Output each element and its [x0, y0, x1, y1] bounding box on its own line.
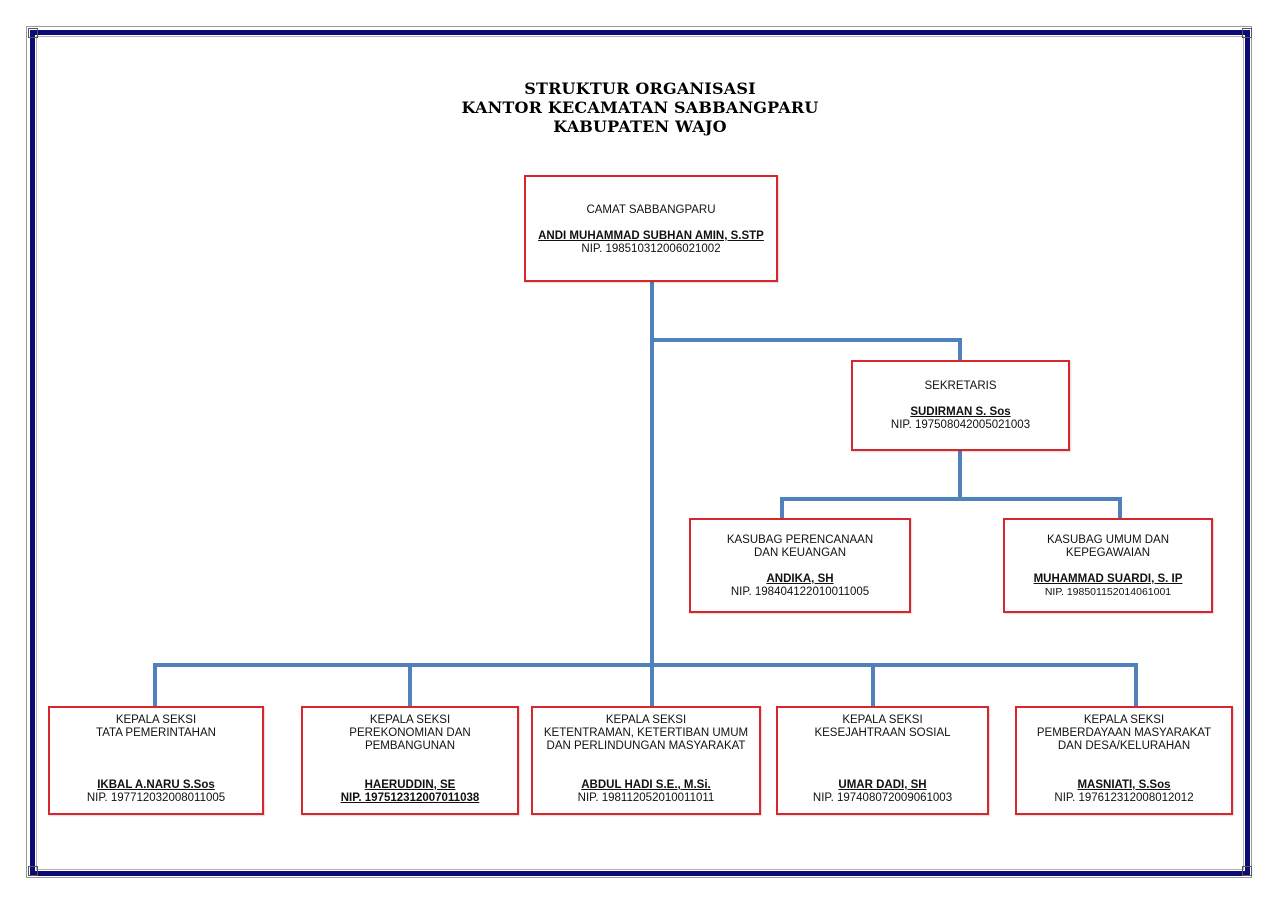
position-title-line-3: DAN DESA/KELURAHAN	[1057, 740, 1191, 752]
org-box-seksi-kesejahteraan: KEPALA SEKSI KESEJAHTRAAN SOSIAL UMAR DA…	[776, 706, 989, 815]
official-name: ANDIKA, SH	[766, 573, 834, 585]
official-name: ANDI MUHAMMAD SUBHAN AMIN, S.STP	[538, 230, 764, 242]
official-nip: NIP. 197612312008012012	[1054, 792, 1194, 804]
position-title-line-2: KEPEGAWAIAN	[1065, 547, 1151, 559]
official-nip: NIP. 198501152014061001	[1044, 586, 1172, 598]
connector-kasubag-1-drop	[780, 497, 784, 519]
official-nip: NIP. 197408072009061003	[812, 792, 953, 804]
page-border-outer	[26, 26, 1252, 878]
connector-seksi-5-drop	[1134, 663, 1138, 707]
connector-main-vertical	[650, 281, 654, 667]
official-name: MASNIATI, S.Sos	[1077, 779, 1171, 791]
position-title: CAMAT SABBANGPARU	[586, 204, 716, 216]
position-title-line-1: KEPALA SEKSI	[842, 714, 923, 726]
connector-seksi-3-drop	[650, 663, 654, 707]
corner-ornament-bottom-right	[1242, 866, 1252, 876]
connector-kasubag-2-drop	[1118, 497, 1122, 519]
connector-kasubag-horizontal	[780, 497, 1122, 501]
official-nip: NIP. 198510312006021002	[581, 243, 721, 255]
title-line-3: KABUPATEN WAJO	[553, 117, 727, 136]
position-title: SEKRETARIS	[924, 380, 997, 392]
connector-seksi-horizontal	[153, 663, 1138, 667]
connector-seksi-1-drop	[153, 663, 157, 707]
position-title-line-2: TATA PEMERINTAHAN	[96, 727, 216, 739]
official-name: MUHAMMAD SUARDI, S. IP	[1033, 573, 1183, 585]
org-box-seksi-pemberdayaan: KEPALA SEKSI PEMBERDAYAAN MASYARAKAT DAN…	[1015, 706, 1233, 815]
connector-seksi-4-drop	[871, 663, 875, 707]
org-box-seksi-ketentraman: KEPALA SEKSI KETENTRAMAN, KETERTIBAN UMU…	[531, 706, 761, 815]
position-title-line-2: PEMBERDAYAAN MASYARAKAT	[1036, 727, 1212, 739]
official-nip: NIP. 197512312007011038	[340, 792, 480, 804]
official-name: HAERUDDIN, SE	[364, 779, 456, 791]
org-box-sekretaris: SEKRETARIS SUDIRMAN S. Sos NIP. 19750804…	[851, 360, 1070, 451]
org-box-seksi-perekonomian: KEPALA SEKSI PEREKONOMIAN DAN PEMBANGUNA…	[301, 706, 519, 815]
position-title-line-3: PEMBANGUNAN	[364, 740, 456, 752]
title-line-2: KANTOR KECAMATAN SABBANGPARU	[461, 98, 819, 117]
org-box-kasubag-umum: KASUBAG UMUM DAN KEPEGAWAIAN MUHAMMAD SU…	[1003, 518, 1213, 613]
connector-sekretaris-drop	[958, 338, 962, 361]
official-name: IKBAL A.NARU S.Sos	[97, 779, 215, 791]
position-title-line-1: KEPALA SEKSI	[605, 714, 687, 726]
position-title-line-2: KETENTRAMAN, KETERTIBAN UMUM	[543, 727, 749, 739]
page-border	[30, 30, 1250, 876]
official-nip: NIP. 198404122010011005	[730, 586, 870, 598]
connector-seksi-2-drop	[408, 663, 412, 707]
position-title-line-2: KESEJAHTRAAN SOSIAL	[814, 727, 951, 739]
position-title-line-1: KASUBAG UMUM DAN	[1046, 534, 1170, 546]
position-title-line-3: DAN PERLINDUNGAN MASYARAKAT	[546, 740, 746, 752]
position-title-line-1: KASUBAG PERENCANAAN	[726, 534, 874, 546]
chart-title: STRUKTUR ORGANISASI KANTOR KECAMATAN SAB…	[0, 79, 1280, 136]
position-title-line-1: KEPALA SEKSI	[369, 714, 451, 726]
corner-ornament-bottom-left	[28, 866, 38, 876]
official-nip: NIP. 198112052010011011	[577, 792, 715, 804]
corner-ornament-top-right	[1242, 28, 1252, 38]
corner-ornament-top-left	[28, 28, 38, 38]
org-box-kasubag-perencanaan: KASUBAG PERENCANAAN DAN KEUANGAN ANDIKA,…	[689, 518, 911, 613]
org-box-seksi-tata-pemerintahan: KEPALA SEKSI TATA PEMERINTAHAN IKBAL A.N…	[48, 706, 264, 815]
page-border-inner	[36, 36, 1244, 870]
official-name: UMAR DADI, SH	[838, 779, 927, 791]
official-nip: NIP. 197508042005021003	[890, 419, 1031, 431]
position-title-line-1: KEPALA SEKSI	[1083, 714, 1165, 726]
official-nip: NIP. 197712032008011005	[86, 792, 226, 804]
official-name: SUDIRMAN S. Sos	[910, 406, 1011, 418]
position-title-line-2: DAN KEUANGAN	[753, 547, 847, 559]
official-name: ABDUL HADI S.E., M.Si.	[581, 779, 711, 791]
connector-sekretaris-horizontal	[650, 338, 962, 342]
connector-sekretaris-down	[958, 450, 962, 501]
position-title-line-2: PEREKONOMIAN DAN	[349, 727, 471, 739]
position-title-line-1: KEPALA SEKSI	[115, 714, 197, 726]
title-line-1: STRUKTUR ORGANISASI	[524, 79, 756, 98]
org-box-camat: CAMAT SABBANGPARU ANDI MUHAMMAD SUBHAN A…	[524, 175, 778, 282]
